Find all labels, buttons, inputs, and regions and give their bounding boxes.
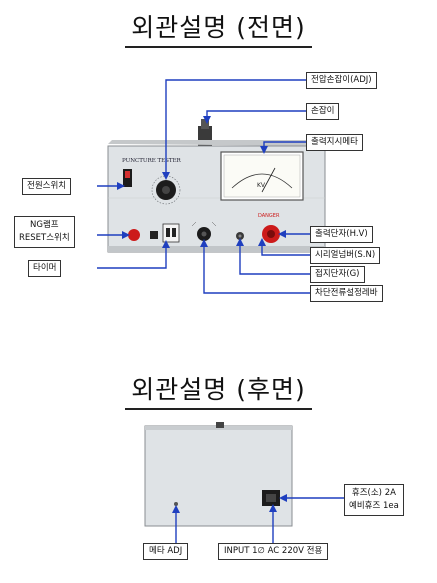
label-power-switch: 전원스위치 xyxy=(22,178,72,195)
label-ng-lamp: NG램프 xyxy=(30,220,59,230)
label-meter-adj: 메타 ADJ xyxy=(143,543,189,560)
label-fuse: 휴즈(소) 2A 예비휴즈 1ea xyxy=(344,484,404,516)
label-timer: 타이머 xyxy=(28,260,62,277)
label-output: 출력단자(H.V) xyxy=(310,226,373,243)
brand-text: PUNCTURE TESTER xyxy=(122,158,182,164)
label-serial: 시리얼넘버(S.N) xyxy=(310,247,381,264)
meter-adj-screw xyxy=(174,502,178,506)
label-fuse-line2: 예비휴즈 1ea xyxy=(349,501,399,511)
label-ground: 접지단자(G) xyxy=(310,266,365,283)
label-cutoff: 차단전류설정레바 xyxy=(310,285,383,302)
ng-lamp xyxy=(128,229,140,241)
danger-text: DANGER xyxy=(258,213,280,219)
label-fuse-line1: 휴즈(소) 2A xyxy=(351,488,396,498)
label-reset: RESET스위치 xyxy=(19,233,70,243)
label-adj: 전압손잡이(ADJ) xyxy=(306,72,377,89)
meter-unit-text: KV xyxy=(257,182,266,189)
label-ng-reset: NG램프 RESET스위치 xyxy=(14,216,75,248)
rear-panel xyxy=(144,425,293,527)
label-input: INPUT 1∅ AC 220V 전용 xyxy=(218,543,329,560)
front-title: 외관설명 (전면) xyxy=(0,8,437,48)
rear-title: 외관설명 (후면) xyxy=(0,370,437,410)
timer-unit xyxy=(162,223,180,243)
label-handle: 손잡이 xyxy=(306,103,340,120)
label-meter: 출력지시메타 xyxy=(306,134,363,151)
